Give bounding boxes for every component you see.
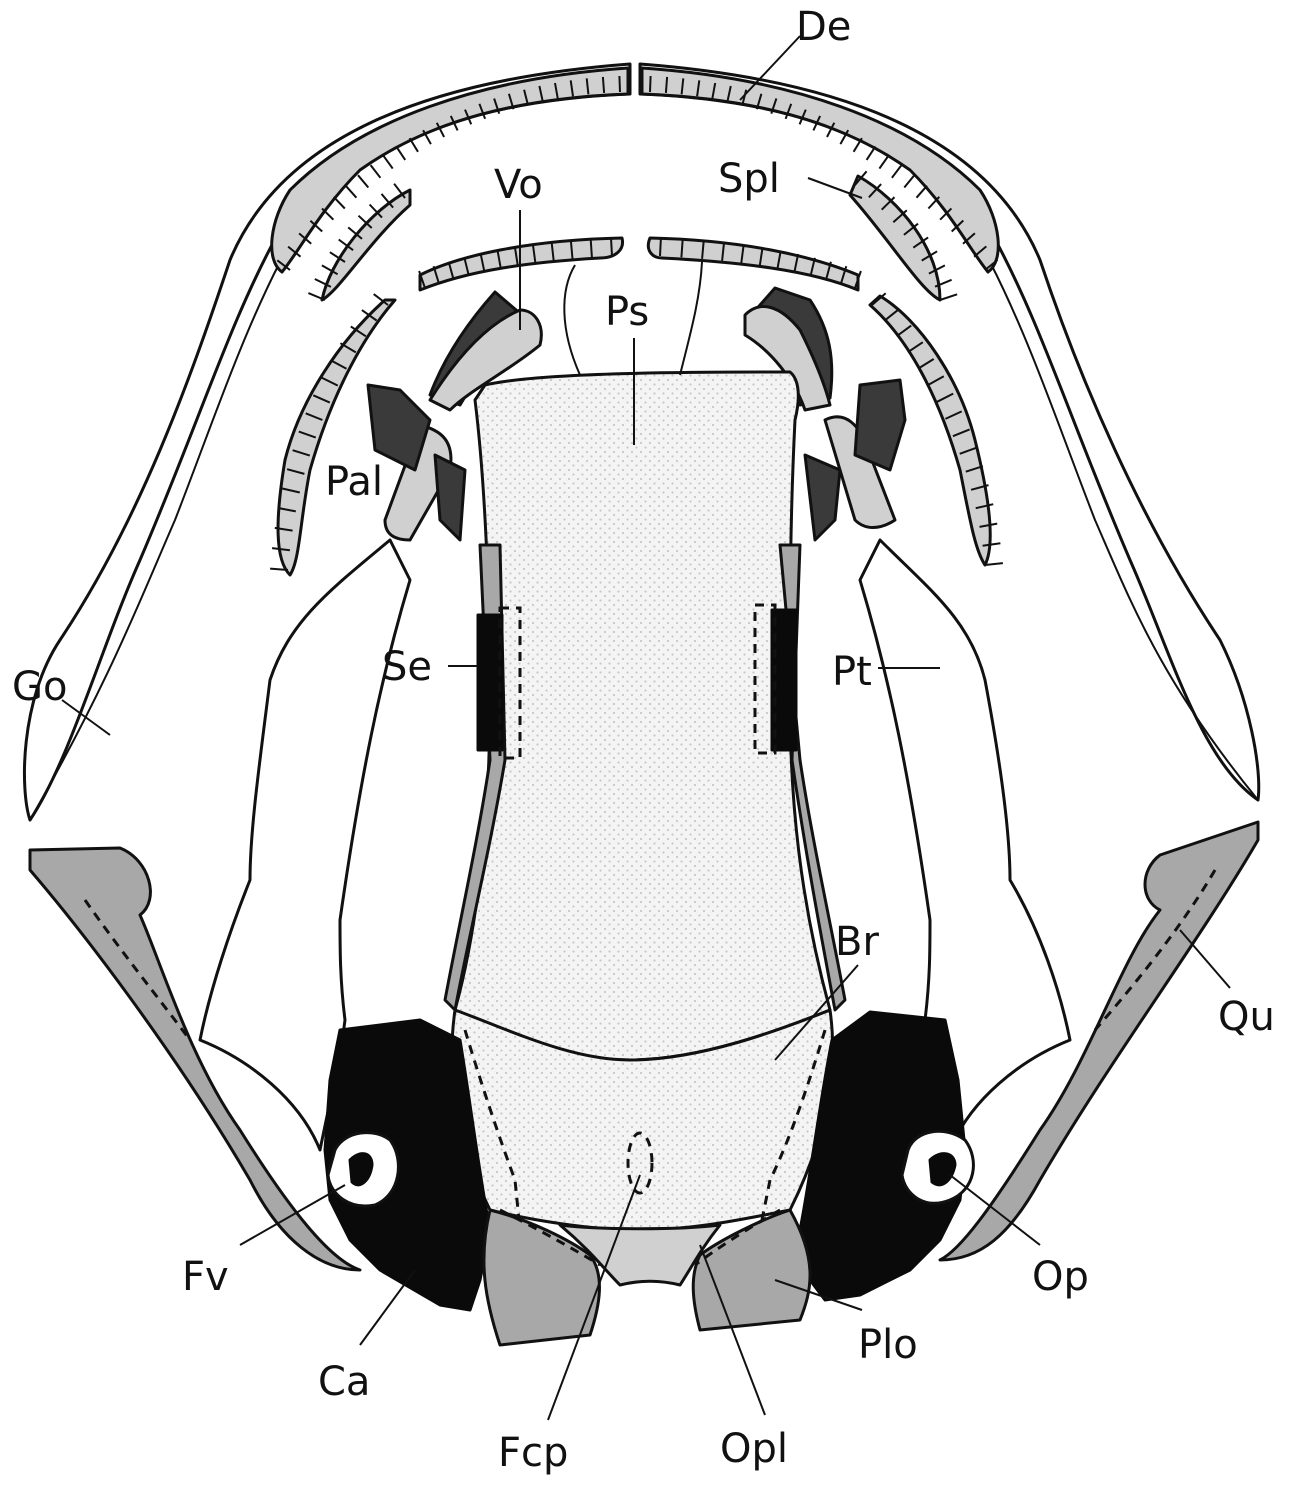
tooth [611,238,612,256]
label-qu: Qu [1218,994,1275,1040]
vomer-tooth-row-left [420,238,623,290]
label-de: De [796,4,851,50]
tooth [358,175,368,187]
splenial-tooth-row-left [322,190,410,300]
label-plo: Plo [858,1322,918,1368]
label-ca: Ca [318,1359,370,1405]
label-fv: Fv [182,1254,229,1300]
cartilage-left-2 [435,455,465,540]
tooth [985,563,1003,565]
leader-ca [360,1270,415,1345]
leader-qu [1180,930,1230,988]
cartilage-right-1 [855,380,905,470]
tooth [334,197,345,209]
vomer-tooth-row-right [648,238,858,290]
cartilage-right-2 [805,455,840,540]
tooth [396,147,405,160]
tooth [681,239,682,257]
label-ps: Ps [605,289,649,335]
tooth [904,175,914,187]
tooth [650,76,651,92]
tooth [660,238,661,256]
label-spl: Spl [718,156,780,202]
label-br: Br [835,919,879,965]
label-se: Se [382,644,432,690]
tooth [892,165,902,178]
tooth [603,77,604,93]
label-pt: Pt [832,649,872,695]
tooth [666,77,667,93]
label-pal: Pal [325,459,383,505]
tooth [917,186,928,198]
label-vo: Vo [494,162,543,208]
tooth [383,156,392,169]
tooth [591,239,592,257]
parasphenoid-stalk-left [564,265,580,375]
label-fcp: Fcp [498,1430,568,1476]
tooth [867,147,876,160]
label-opl: Opl [720,1426,788,1472]
tooth [371,165,381,178]
tooth [619,76,620,92]
parasphenoid-stalk-right [680,262,702,375]
label-op: Op [1032,1254,1089,1300]
sphenethmoid-dark-left [478,615,502,750]
tooth [879,156,888,169]
tooth [270,569,288,570]
label-go: Go [12,664,67,710]
tooth [940,294,957,300]
tooth [346,186,357,198]
